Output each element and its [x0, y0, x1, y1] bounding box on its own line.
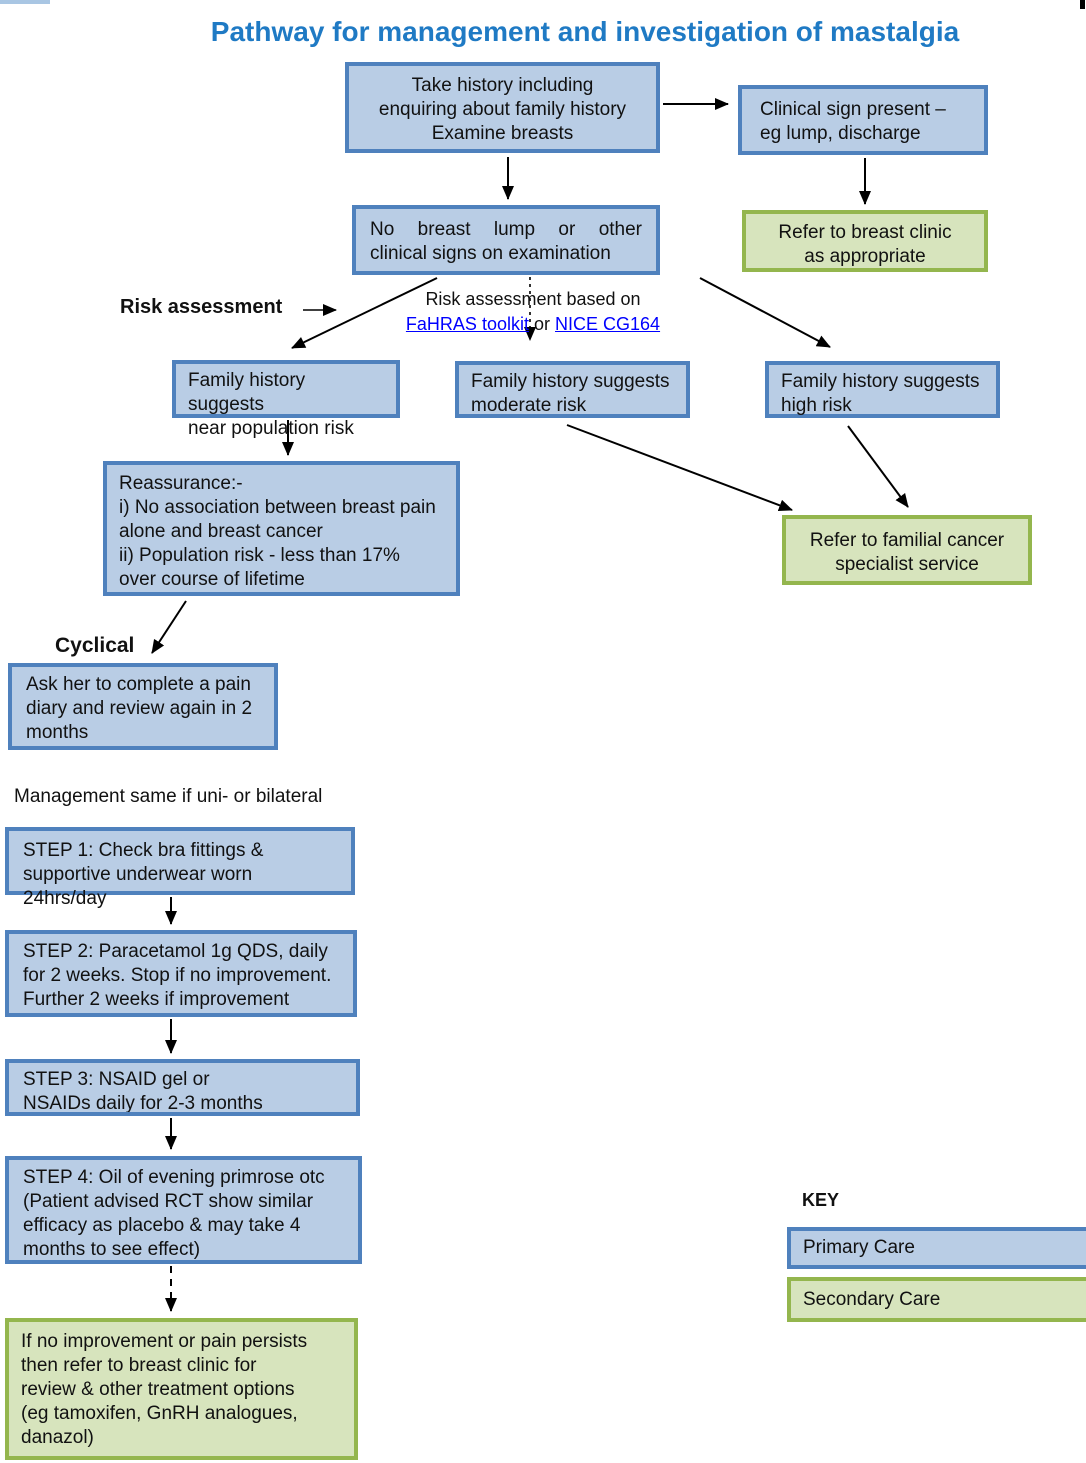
- node-final-referral-text: If no improvement or pain persists then …: [21, 1331, 308, 1448]
- nice-cg164-link[interactable]: NICE CG164: [555, 314, 661, 334]
- key-secondary-care-text: Secondary Care: [803, 1289, 941, 1310]
- risk-tools-note-line2: FaHRAS toolkit or NICE CG164: [393, 312, 673, 337]
- node-family-near-population: Family history suggests near population …: [172, 360, 400, 439]
- risk-assessment-label: Risk assessment: [120, 296, 283, 318]
- fahras-toolkit-link[interactable]: FaHRAS toolkit: [405, 314, 529, 334]
- key-secondary-care: Secondary Care: [787, 1277, 1086, 1322]
- node-refer-familial-cancer: Refer to familial cancer specialist serv…: [782, 515, 1032, 585]
- node-refer-breast-clinic-text: Refer to breast clinic as appropriate: [778, 222, 952, 267]
- node-step1: STEP 1: Check bra fittings & supportive …: [5, 827, 355, 909]
- node-pain-diary: Ask her to complete a pain diary and rev…: [8, 663, 278, 750]
- node-reassurance-text: Reassurance:- i) No association between …: [119, 473, 436, 590]
- node-take-history: Take history including enquiring about f…: [345, 62, 660, 153]
- node-final-referral: If no improvement or pain persists then …: [5, 1318, 358, 1460]
- node-clinical-sign: Clinical sign present – eg lump, dischar…: [738, 85, 988, 155]
- node-family-moderate: Family history suggests moderate risk: [455, 361, 690, 418]
- page-edge-artifact-left: [0, 0, 50, 4]
- arrow-no-lump-to-near-population: [291, 277, 438, 349]
- node-refer-familial-cancer-text: Refer to familial cancer specialist serv…: [809, 530, 1005, 575]
- node-refer-breast-clinic: Refer to breast clinic as appropriate: [742, 210, 988, 272]
- node-step4-text: STEP 4: Oil of evening primrose otc (Pat…: [23, 1167, 325, 1260]
- key-primary-care-text: Primary Care: [803, 1237, 915, 1258]
- key-label: KEY: [802, 1190, 840, 1210]
- node-family-near-population-text: Family history suggests near population …: [188, 370, 354, 439]
- key-primary-care: Primary Care: [787, 1227, 1086, 1269]
- node-clinical-sign-text: Clinical sign present – eg lump, dischar…: [760, 99, 946, 144]
- node-family-high-text: Family history suggests high risk: [781, 371, 980, 416]
- page-edge-artifact-right: [1080, 0, 1085, 9]
- management-note: Management same if uni- or bilateral: [14, 786, 323, 807]
- node-no-breast-lump-line1: No breast lump or other: [370, 219, 642, 240]
- node-step4: STEP 4: Oil of evening primrose otc (Pat…: [5, 1156, 362, 1264]
- node-reassurance: Reassurance:- i) No association between …: [103, 461, 460, 596]
- arrow-high-to-familial: [847, 425, 909, 508]
- node-step1-text: STEP 1: Check bra fittings & supportive …: [23, 840, 264, 909]
- node-no-breast-lump: No breast lump or other clinical signs o…: [352, 205, 660, 275]
- risk-tools-note-line1: Risk assessment based on: [425, 289, 641, 309]
- arrow-reassurance-to-pain-diary: [151, 600, 187, 654]
- page-title: Pathway for management and investigation…: [210, 16, 960, 47]
- cyclical-label: Cyclical: [55, 634, 135, 657]
- node-pain-diary-text: Ask her to complete a pain diary and rev…: [26, 674, 253, 743]
- node-family-high: Family history suggests high risk: [765, 361, 1000, 418]
- arrow-moderate-to-familial: [566, 424, 793, 512]
- node-step2-text: STEP 2: Paracetamol 1g QDS, daily for 2 …: [23, 941, 332, 1010]
- node-take-history-text: Take history including enquiring about f…: [378, 75, 627, 144]
- node-step3: STEP 3: NSAID gel or NSAIDs daily for 2-…: [5, 1059, 360, 1116]
- node-step3-text: STEP 3: NSAID gel or NSAIDs daily for 2-…: [23, 1069, 263, 1114]
- risk-tools-note: Risk assessment based on FaHRAS toolkit …: [393, 287, 673, 337]
- risk-tools-or: or: [533, 314, 550, 334]
- node-no-breast-lump-line2: clinical signs on examination: [370, 243, 611, 264]
- node-family-moderate-text: Family history suggests moderate risk: [471, 371, 670, 416]
- arrow-no-lump-to-high: [699, 277, 831, 348]
- node-step2: STEP 2: Paracetamol 1g QDS, daily for 2 …: [5, 930, 357, 1017]
